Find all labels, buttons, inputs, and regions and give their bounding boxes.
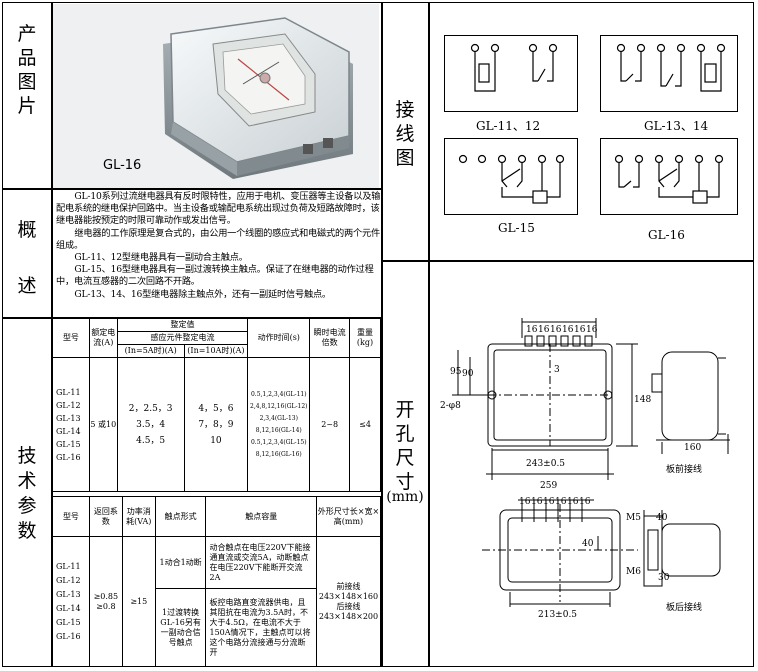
dim-30: 30 [658, 573, 670, 583]
dim-m5: M5 [626, 513, 641, 523]
dim-95: 95 [450, 367, 462, 377]
capacity-1: 动合触点在电压220V下能接通直流或交流5A，动断触点在电压220V下能断开交流… [205, 536, 317, 589]
power-value: ≥15 [121, 536, 156, 667]
section-wiring-label: 接线图 [395, 99, 415, 169]
dim-259: 259 [540, 481, 557, 491]
header-induction: 感应元件整定电流 [116, 331, 249, 345]
header-capacity: 触点容量 [205, 496, 317, 537]
overview-paragraph: GL-13、14、16型继电器除主触点外，还有一副延时信号触点。 [74, 288, 331, 300]
divider [51, 2, 53, 667]
dim-pitch: 16 [526, 325, 538, 335]
header-in10: (In=10A时)(A) [183, 344, 249, 358]
overview-paragraph: 继电器的工作原理是复合式的，由公用一个线圈的感应式和电磁式的两个元件组成。 [56, 227, 380, 251]
contact-type-1: 1动合1动断 [154, 536, 207, 589]
dim-pitch: 16 [519, 497, 531, 507]
section-tech-label: 技术 参数 [17, 445, 37, 542]
wiring-diagram-gl13-14 [600, 35, 738, 112]
header-model: 型号 [52, 496, 90, 537]
dim-pitch: 16 [531, 497, 543, 507]
weight-value: ≤4 [349, 357, 381, 492]
dim-3: 3 [554, 365, 560, 375]
dim-pitch: 16 [562, 325, 574, 335]
section-overview-label: 概述 [17, 219, 37, 297]
overview-paragraph: GL-11、12型继电器具有一副动合主触点。 [74, 252, 248, 264]
section-cutout-label: 开孔 尺寸 [395, 399, 415, 493]
header-contact: 触点形式 [154, 496, 207, 537]
divider [2, 188, 382, 190]
instant-value: 2~8 [309, 357, 351, 492]
overview-paragraph: GL-15、16型继电器具有一副过渡转换主触点。保证了在继电器的动作过程中，电流… [56, 264, 374, 288]
header-action: 动作时间(s) [247, 318, 311, 358]
header-dims: 外形尺寸长×宽×高(mm) [315, 496, 382, 537]
action-times: 0.5,1,2,3,4(GL-11)2,4,8,12,16(GL-12)2,3,… [247, 357, 311, 492]
dim-90: 90 [462, 369, 474, 379]
section-product-label: 产品 图片 [17, 23, 37, 117]
product-photo [53, 4, 379, 188]
dim-pitch: 16 [543, 497, 555, 507]
dim-148: 148 [634, 395, 651, 405]
overview-text: GL-10系列过流继电器具有反时限特性，应用于电机、变压器等主设备以及输配电系统… [56, 191, 381, 301]
wiring-label: GL-15 [498, 221, 535, 235]
capacity-2: 板控电路直变流器供电，且其阻抗在电流为3.5A时，不大于4.5Ω，在电流不大于1… [205, 588, 317, 667]
header-rated: 额定电流(A) [88, 318, 118, 358]
wiring-diagram-gl16 [600, 138, 738, 215]
wiring-diagram-gl15 [444, 138, 578, 215]
dim-40: 40 [582, 539, 594, 549]
header-in5: (In=5A时)(A) [116, 344, 185, 358]
cutout-drawings: 16 16 16 16 16 16 2-φ8 95 90 3 148 243±0… [440, 318, 730, 620]
front-wiring-label: 板前接线 [666, 463, 702, 475]
header-return: 返回系数 [88, 496, 123, 537]
header-model: 型号 [52, 318, 90, 358]
rated-value: 5 或10 [88, 357, 118, 492]
divider [2, 317, 382, 319]
dim-40b: 40 [656, 513, 668, 523]
header-instant: 瞬时电流倍数 [309, 318, 351, 358]
return-values: ≥0.85≥0.8 [88, 536, 123, 667]
overview-paragraph: GL-10系列过流继电器具有反时限特性，应用于电机、变压器等主设备以及输配电系统… [56, 191, 381, 227]
contact-type-2: 1过渡转换GL-16另有一副动合信号触点 [154, 588, 207, 667]
divider [381, 2, 383, 667]
dim-pitch: 16 [579, 497, 591, 507]
dim-243: 243±0.5 [526, 459, 565, 469]
divider [428, 2, 430, 667]
spec-table-2: 型号 返回系数 功率消耗(VA) 触点形式 触点容量 外形尺寸长×宽×高(mm)… [52, 496, 382, 667]
spec-table-1: 型号 额定电流(A) 整定值 动作时间(s) 瞬时电流倍数 重量(kg) 感应元… [52, 318, 381, 492]
wiring-diagram-gl11-12 [444, 35, 578, 112]
dim-213: 213±0.5 [538, 610, 577, 620]
header-weight: 重量(kg) [349, 318, 381, 358]
header-power: 功率消耗(VA) [121, 496, 156, 537]
wiring-label: GL-11、12 [476, 119, 541, 133]
dim-pitch: 16 [586, 325, 598, 335]
cutout-unit: (mm) [386, 489, 424, 505]
photo-model-label: GL-16 [103, 158, 142, 173]
dim-pitch: 16 [567, 497, 579, 507]
dim-pitch: 16 [574, 325, 586, 335]
dim-pitch: 16 [550, 325, 562, 335]
dim-hole: 2-φ8 [440, 401, 461, 411]
dim-pitch: 16 [538, 325, 550, 335]
dim-m6: M6 [626, 567, 641, 577]
dim-pitch: 16 [555, 497, 567, 507]
divider [381, 260, 754, 262]
wiring-label: GL-16 [648, 228, 685, 242]
header-setting: 整定值 [116, 318, 249, 332]
rear-wiring-label: 板后接线 [666, 601, 702, 613]
dim-160: 160 [684, 443, 701, 453]
wiring-label: GL-13、14 [644, 119, 709, 133]
